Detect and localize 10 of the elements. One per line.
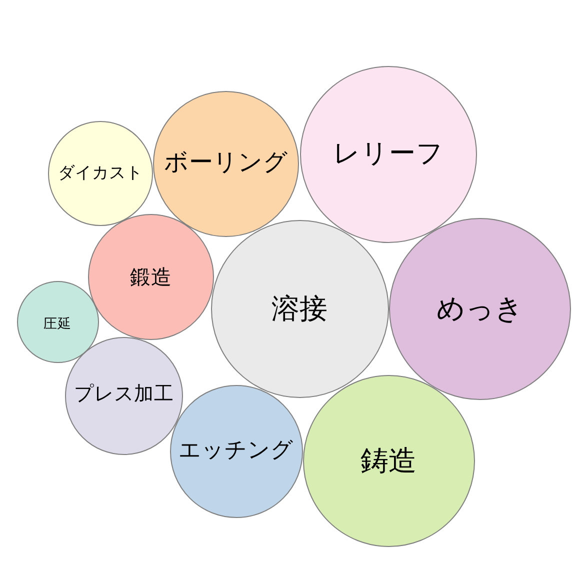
bubble-label: エッチング: [178, 439, 294, 464]
bubble-label: 圧延: [44, 316, 72, 332]
bubble-label: めっき: [436, 294, 524, 324]
bubble-label: 鍛造: [130, 266, 172, 288]
bubble-label: レリーフ: [333, 139, 444, 169]
bubble-label: ダイカスト: [58, 164, 143, 183]
bubble-label: 溶接: [272, 294, 328, 324]
bubble-label: プレス加工: [74, 383, 174, 405]
bubble-label: 鋳造: [360, 446, 416, 476]
bubble-label: ボーリング: [164, 148, 288, 176]
